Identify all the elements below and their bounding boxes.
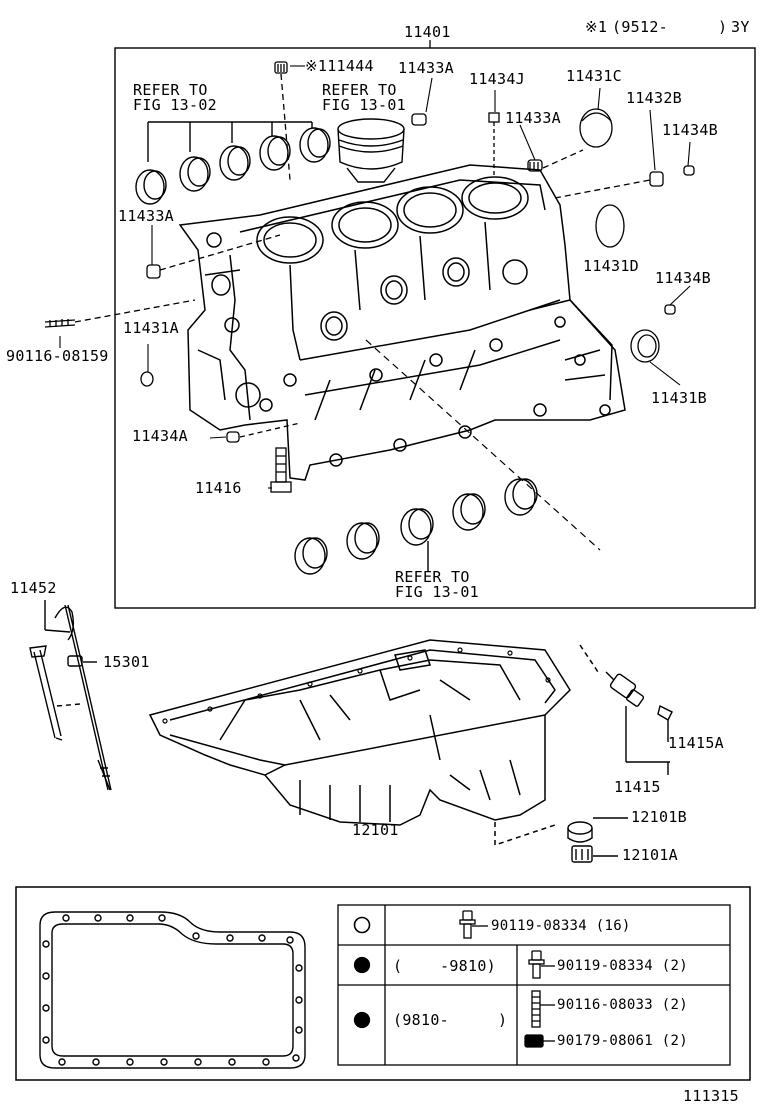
header-date-open: (9512- — [612, 18, 668, 36]
legend-frame — [15, 886, 751, 1081]
drain-plug — [567, 817, 628, 863]
upper-bearing-set — [135, 121, 331, 205]
rear-seal — [630, 329, 660, 363]
part-label-11433a-left[interactable]: 11433A — [118, 207, 174, 225]
bearing-shell — [294, 537, 328, 575]
bearing-shell — [259, 135, 291, 171]
part-label-11416[interactable]: 11416 — [195, 479, 242, 497]
legend-row1-part[interactable]: 90119-08334 (16) — [491, 918, 631, 934]
legend-row3-date-close: ) — [498, 1011, 508, 1029]
legend-row3-part-a[interactable]: 90116-08033 (2) — [557, 997, 688, 1013]
filled-circle-symbol — [353, 1011, 371, 1029]
note-mark: ※1 — [585, 18, 608, 36]
bolt-icon — [528, 950, 555, 979]
pan-bolt-holes — [162, 647, 551, 724]
nut-icon — [524, 1034, 555, 1048]
bearing-shell — [504, 478, 538, 516]
part-label-11434b-mid[interactable]: 11434B — [655, 269, 711, 287]
refer-note-1-line1: REFER TO — [133, 81, 208, 99]
part-label-15301[interactable]: 15301 — [103, 653, 150, 671]
bearing-shell — [299, 127, 331, 163]
header-code: 3Y — [731, 18, 750, 36]
part-label-11431c[interactable]: 11431C — [566, 67, 622, 85]
dipstick-assembly — [29, 600, 112, 791]
part-label-11434j[interactable]: 11434J — [469, 70, 525, 88]
part-label-12101b[interactable]: 12101B — [631, 808, 687, 826]
cylinder-block — [178, 164, 626, 551]
part-label-11431d[interactable]: 11431D — [583, 257, 639, 275]
part-label-11415[interactable]: 11415 — [614, 778, 661, 796]
filled-circle-symbol — [353, 956, 371, 974]
bearing-shell — [219, 145, 251, 181]
figure-id: 111315 — [683, 1087, 739, 1105]
part-label-12101a[interactable]: 12101A — [622, 846, 678, 864]
part-label-11433a-top[interactable]: 11433A — [398, 59, 454, 77]
part-label-11431a[interactable]: 11431A — [123, 319, 179, 337]
part-label-11432b[interactable]: 11432B — [626, 89, 682, 107]
refer-note-3-line2[interactable]: FIG 13-01 — [395, 583, 479, 601]
part-label-11434a[interactable]: 11434A — [132, 427, 188, 445]
bearing-shell — [400, 508, 434, 546]
part-label-11431b[interactable]: 11431B — [651, 389, 707, 407]
part-label-11434b-top[interactable]: 11434B — [662, 121, 718, 139]
part-label-11401[interactable]: 11401 — [404, 23, 451, 41]
legend-row2-date: -9810) — [440, 957, 496, 975]
bearing-shell — [346, 522, 380, 560]
block-bolt — [270, 447, 292, 493]
part-label-11433a-mid[interactable]: 11433A — [505, 109, 561, 127]
refer-note-2-line2[interactable]: FIG 13-01 — [322, 96, 406, 114]
legend-row3-date: (9810- — [393, 1011, 449, 1029]
legend-row3-part-b[interactable]: 90179-08061 (2) — [557, 1033, 688, 1049]
refer-note-2-line1: REFER TO — [322, 81, 397, 99]
bearing-shell — [452, 493, 486, 531]
piston — [337, 118, 405, 183]
bearing-shell — [135, 169, 167, 205]
stud-bolt — [44, 319, 76, 328]
legend-table — [337, 904, 731, 1066]
open-circle-symbol — [353, 916, 371, 934]
lower-bearing-set — [294, 478, 538, 575]
refer-note-3-line1: REFER TO — [395, 568, 470, 586]
header-date-close: ) — [718, 18, 728, 36]
part-label-12101[interactable]: 12101 — [352, 821, 399, 839]
part-label-90116-08159[interactable]: 90116-08159 — [6, 347, 109, 365]
gasket-outline — [39, 911, 306, 1069]
stud-icon — [531, 990, 555, 1028]
legend-row2-part[interactable]: 90119-08334 (2) — [557, 958, 688, 974]
top-fittings — [44, 61, 695, 493]
leader-lines — [59, 65, 691, 489]
part-label-11452[interactable]: 11452 — [10, 579, 57, 597]
refer-note-1-line2[interactable]: FIG 13-02 — [133, 96, 217, 114]
part-label-11415a[interactable]: 11415A — [668, 734, 724, 752]
legend-row2-date-open: ( — [393, 957, 403, 975]
bolt-icon — [459, 910, 488, 939]
block-assembly-frame — [114, 47, 756, 609]
part-label-111444[interactable]: ※111444 — [305, 57, 374, 75]
bearing-shell — [179, 156, 211, 192]
oil-pressure-switch — [605, 671, 673, 775]
oil-pan — [148, 639, 601, 847]
